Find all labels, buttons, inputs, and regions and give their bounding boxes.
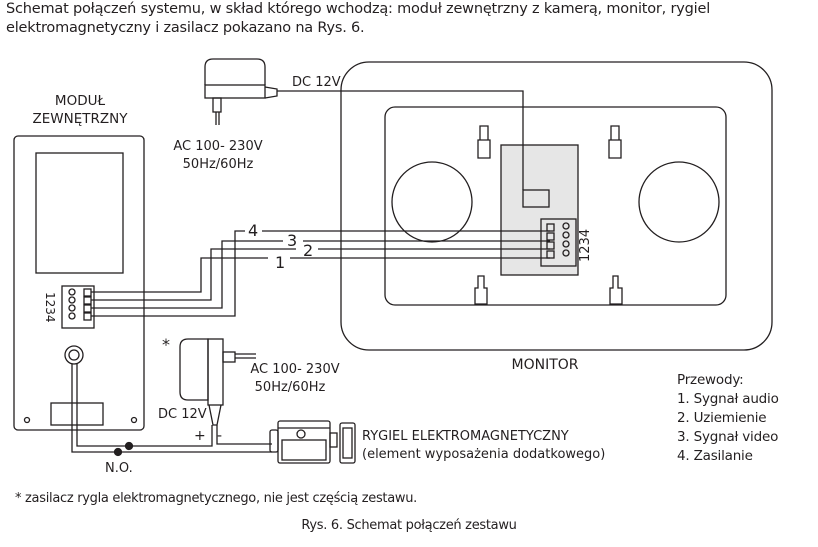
monitor-mount-plate — [384, 106, 727, 306]
wire-legend: Przewody: 1. Sygnał audio 2. Uziemienie … — [677, 371, 779, 466]
lock-button-inner — [68, 349, 80, 361]
mount-hole-left — [391, 161, 473, 243]
outdoor-module: MODUŁ ZEWNĘTRZNY 1234 — [13, 93, 145, 431]
lock-minus-wire — [216, 425, 272, 445]
monitor-power-supply: DC 12V AC 100- 230V 50Hz/60Hz — [173, 58, 341, 172]
legend-item: 4. Zasilanie — [677, 448, 753, 464]
psu1-ac-label: AC 100- 230V — [173, 139, 262, 154]
outdoor-module-title-2: ZEWNĘTRZNY — [33, 111, 129, 127]
dc-socket — [522, 189, 550, 208]
outdoor-module-body — [13, 135, 145, 431]
psu2-dc-label: DC 12V — [158, 407, 207, 422]
dc-wire-monitor — [277, 90, 524, 190]
mount-hooks — [474, 125, 623, 305]
camera-window — [35, 152, 124, 274]
monitor-terminal-screws — [546, 222, 570, 259]
psu2-freq-label: 50Hz/60Hz — [255, 380, 326, 395]
monitor-terminal-numbers: 1234 — [578, 229, 593, 262]
figure-caption: Rys. 6. Schemat połączeń zestawu — [301, 518, 517, 533]
lock-label-1: RYGIEL ELEKTROMAGNETYCZNY — [362, 429, 569, 444]
lock-power-supply: * AC 100- 230V 50Hz/60Hz DC 12V + - — [158, 335, 340, 444]
legend-item: 3. Sygnał video — [677, 429, 779, 445]
outdoor-module-title-1: MODUŁ — [55, 93, 106, 109]
outdoor-terminal-numbers: 1234 — [43, 292, 57, 323]
lock-button-outer — [64, 345, 84, 365]
monitor: 1234 MONITOR — [340, 61, 773, 373]
psu2-asterisk: * — [162, 335, 170, 354]
monitor-terminal-block — [540, 218, 577, 267]
footnote: * zasilacz rygla elektromagnetycznego, n… — [15, 491, 417, 506]
lock-label-2: (element wyposażenia dodatkowego) — [362, 447, 605, 462]
wire-number-2: 2 — [303, 241, 313, 260]
wire-number-3: 3 — [287, 231, 297, 250]
signal-wires: 1 2 3 4 — [91, 221, 550, 317]
no-contact-2 — [113, 447, 123, 457]
psu1-dc-label: DC 12V — [292, 75, 341, 90]
legend-title: Przewody: — [677, 372, 744, 388]
monitor-body — [340, 61, 773, 351]
monitor-connector-panel — [500, 144, 579, 276]
lock-plus-wire — [130, 425, 213, 447]
outdoor-terminal-screws — [68, 288, 92, 321]
no-wire-b — [71, 364, 118, 453]
monitor-label: MONITOR — [512, 357, 579, 373]
no-label: N.O. — [105, 461, 133, 476]
minus-sign: - — [217, 428, 222, 444]
intro-text: Schemat połączeń systemu, w skład któreg… — [6, 1, 711, 36]
no-wire-a — [76, 364, 130, 447]
legend-item: 2. Uziemienie — [677, 410, 767, 426]
psu2-ac-label: AC 100- 230V — [250, 362, 339, 377]
no-contact-1 — [124, 441, 134, 451]
wire-number-4: 4 — [248, 221, 258, 240]
wire-number-1: 1 — [275, 253, 285, 272]
psu1-freq-label: 50Hz/60Hz — [183, 157, 254, 172]
legend-item: 1. Sygnał audio — [677, 391, 779, 407]
outdoor-terminal-block — [61, 285, 95, 329]
plus-sign: + — [194, 428, 206, 444]
electromagnetic-lock: RYGIEL ELEKTROMAGNETYCZNY (element wypos… — [269, 420, 605, 464]
mount-hole-right — [638, 161, 720, 243]
